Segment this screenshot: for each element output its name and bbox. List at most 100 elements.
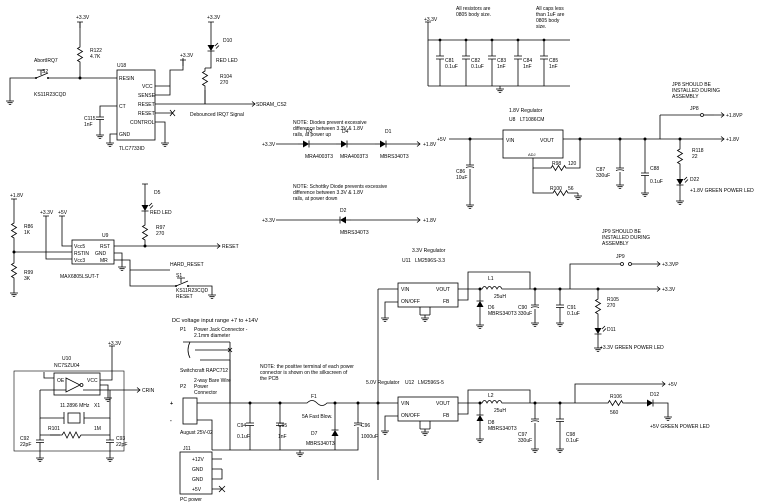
d11-label: D11 xyxy=(607,327,616,333)
jp8-note-line1: JP8 SHOULD BE xyxy=(672,82,712,88)
net-label-1v8p: +1.8VP xyxy=(726,113,743,119)
u10-part: NC7SZU04 xyxy=(54,363,80,369)
net-sdram-cs2: SDRAM_CS2 xyxy=(256,102,287,108)
d5-led-label: RED LED xyxy=(150,210,172,216)
p2-connector xyxy=(182,397,198,425)
s1-switch xyxy=(169,277,195,288)
u8-pin-vout: VOUT xyxy=(540,138,554,144)
p1-desc-line2: 2.1mm diameter xyxy=(194,333,230,339)
s2-label: S2 xyxy=(42,69,48,75)
bypass-capacitors-block: +3.3V C810.1uFC820.1uFC831nFC841nFC851nF… xyxy=(424,6,570,93)
regulator-1v8-block: 1.8V Regulator U8 LT1086CM +5V VIN VOUT … xyxy=(437,82,754,209)
p1-desc-line1: Power Jack Connector - xyxy=(194,327,248,333)
u12-pin-fb: FB xyxy=(443,413,450,419)
u18-chip xyxy=(116,69,156,141)
schottky-note-line3: rails, at power down xyxy=(293,196,338,202)
u18-pin-reset1: RESET xyxy=(138,102,155,108)
net-label-5v-b: +5V xyxy=(58,210,68,216)
j11-pin-gnd2: GND xyxy=(192,477,204,483)
u18-pin-reset2: RESET xyxy=(138,111,155,117)
r106-value: 560 xyxy=(610,410,619,416)
d3-part: MRA4003T3 xyxy=(305,154,333,160)
u8-part: LT1086CM xyxy=(520,117,544,123)
d12-label: D12 xyxy=(650,392,659,398)
schottky-note-line2: difference between 3.3V & 1.8V xyxy=(293,190,364,196)
caps-note-line3: 0805 body xyxy=(536,18,560,24)
c94-label: C94 xyxy=(237,423,246,429)
jp9-label: JP9 xyxy=(616,254,625,260)
c91-value: 0.1uF xyxy=(567,311,580,317)
u10-pin-oe: OE xyxy=(57,378,65,384)
s1-reset-label: RESET xyxy=(176,294,193,300)
d5-label: D5 xyxy=(154,190,161,196)
c93-label: C93 xyxy=(116,436,125,442)
d6-part: MBRS340T3 xyxy=(488,311,517,317)
l1-label: L1 xyxy=(488,276,494,282)
c92-label: C92 xyxy=(20,436,29,442)
oscillator-block: +3.3V U10 NC7SZU04 OE VCC CRIN 11.2896 M… xyxy=(13,341,155,462)
u12-chip xyxy=(397,396,459,422)
c92-value: 22pF xyxy=(20,442,31,448)
j11-pin-5v: +5V xyxy=(192,487,202,493)
net-label-3v3-c: +3.3V xyxy=(207,15,221,21)
u8-pin-vin: VIN xyxy=(506,138,515,144)
l2-value: 25uH xyxy=(494,408,506,414)
r97-value: 270 xyxy=(156,231,165,237)
c94-value: 0.1uF xyxy=(237,434,250,440)
u9-pin-vcc3: Vcc3 xyxy=(74,258,85,264)
r122-value: 4.7K xyxy=(90,54,101,60)
u10-pin-vcc: VCC xyxy=(87,378,98,384)
p2-label: P2 xyxy=(180,384,186,390)
net-label-5v-a: +5V xyxy=(437,137,447,143)
bypass-cap-label: C82 xyxy=(471,58,480,64)
d3-label-visible: D3 xyxy=(306,129,313,135)
power-note-line3: the PCB xyxy=(260,376,279,382)
r98-value: 120 xyxy=(568,161,577,167)
r101-value: 1M xyxy=(94,426,101,432)
u9-pin-gnd: GND xyxy=(95,251,107,257)
r118-value: 22 xyxy=(692,154,698,160)
abort-irq7-label: AbortIRQ7 xyxy=(34,58,58,64)
r104-label: R104 xyxy=(220,74,232,80)
u9-chip xyxy=(71,239,115,265)
u11-pin-fb: FB xyxy=(443,299,450,305)
r100-value: 56 xyxy=(568,186,574,192)
diodes-note-line3: rails, at power up xyxy=(293,132,331,138)
u12-pin-vin: VIN xyxy=(401,401,410,407)
bypass-cap-label: C85 xyxy=(549,58,558,64)
r98-label: R98 xyxy=(552,161,561,167)
p2-part: August 25V-02 xyxy=(180,430,213,436)
net-label-1v8-a: +1.8V xyxy=(423,142,437,148)
c87-label: C87 xyxy=(596,167,605,173)
u9-label: U9 xyxy=(102,233,109,239)
net-label-3v3-g: +3.3V xyxy=(40,210,54,216)
caps-note-line1: All caps less xyxy=(536,6,564,12)
jp8-note-line3: ASSEMBLY xyxy=(672,94,699,100)
regulator-5v-block: 5.0V Regulator U12 LM2596S-5 VIN ON/OFF … xyxy=(366,380,710,453)
c95-label: C95 xyxy=(278,423,287,429)
net-label-3v3-e: +3.3V xyxy=(262,142,276,148)
net-label-3v3-i: +3.3V xyxy=(108,341,122,347)
net-label-1v8-d: +1.8V xyxy=(10,193,24,199)
d7-label: D7 xyxy=(311,431,318,437)
s2-part: KS11R23CQD xyxy=(34,92,67,98)
u9-pin-vcc5: Vcc5 xyxy=(74,244,85,250)
power-note-line2: connector is shown on the silkscreen of xyxy=(260,370,348,376)
f1-label: F1 xyxy=(311,394,317,400)
d10-label: D10 xyxy=(223,38,232,44)
caps-note-line2: than 1uF are xyxy=(536,12,565,18)
u18-pin-gnd: GND xyxy=(119,132,131,138)
j11-connector xyxy=(179,451,213,495)
u18-pin-vcc: VCC xyxy=(142,84,153,90)
d8-part: MBRS340T3 xyxy=(488,426,517,432)
diode-clamp-block: NOTE: Diodes prevent excessive differenc… xyxy=(262,120,437,236)
u11-label: U11 xyxy=(402,258,411,264)
pc-power-block: J11 +12V GND GND +5V PC power xyxy=(179,446,226,503)
r118-label: R118 xyxy=(692,148,704,154)
net-label-1v8-b: +1.8V xyxy=(423,218,437,224)
r106-label: R106 xyxy=(610,394,622,400)
